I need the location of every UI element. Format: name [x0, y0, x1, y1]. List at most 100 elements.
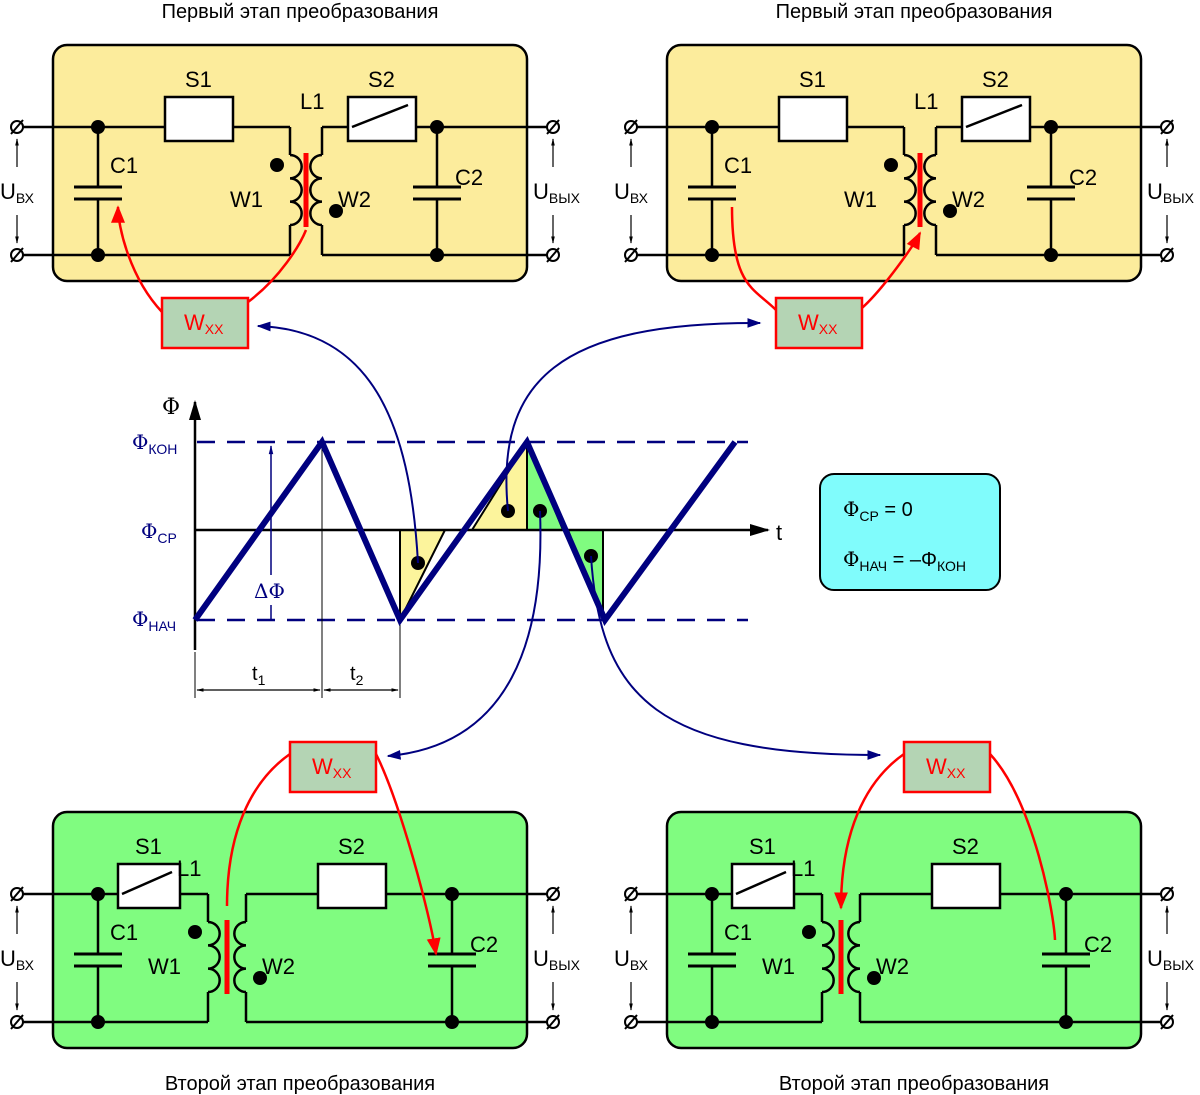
switch-s1-icon — [116, 862, 182, 910]
label-u-out: UВЫХ — [1147, 946, 1195, 973]
t1-label: t1 — [252, 663, 266, 688]
label-u-out-main: U — [533, 179, 549, 204]
energy-flow-to-l1 — [861, 231, 922, 309]
info-line-2: ΦНАЧ = –ΦКОН — [843, 547, 966, 574]
polarity-dot-w2 — [943, 204, 957, 218]
energy-label-sub: XX — [947, 765, 966, 781]
junction-dot — [91, 120, 105, 134]
label-u-out-main: U — [1147, 179, 1163, 204]
terminal-slash — [1160, 886, 1174, 902]
label-w2: W2 — [338, 187, 371, 212]
switch-s2-icon — [960, 95, 1032, 143]
energy-flow-to-l1 — [834, 752, 905, 910]
panel-title: Второй этап преобразования — [779, 1073, 1049, 1095]
terminal-slash — [10, 886, 24, 902]
label-u-in-sub: ВХ — [630, 190, 649, 206]
terminal-slash — [546, 1014, 560, 1030]
x-axis-label: t — [776, 520, 782, 545]
junction-dot — [91, 1015, 105, 1029]
energy-flow-from-c2 — [989, 753, 1057, 941]
label-w1: W1 — [844, 187, 877, 212]
terminal-slash — [624, 1014, 638, 1030]
polarity-dot-w2 — [329, 204, 343, 218]
junction-dot — [430, 248, 444, 262]
connector-to-top-right — [505, 318, 762, 512]
label-c1: C1 — [724, 153, 752, 178]
terminal-slash — [546, 247, 560, 263]
winding-w2-icon — [309, 153, 323, 227]
polarity-dot-w1 — [270, 158, 284, 172]
terminal-slash — [10, 247, 24, 263]
panel-title: Первый этап преобразования — [162, 1, 439, 23]
label-c1: C1 — [110, 153, 138, 178]
energy-box-label: WXX — [926, 754, 966, 781]
terminal-slash — [624, 886, 638, 902]
label-u-in-main: U — [0, 946, 16, 971]
polarity-dot-w1 — [802, 925, 816, 939]
label-u-out-sub: ВЫХ — [1163, 190, 1195, 206]
label-u-out-sub: ВЫХ — [549, 190, 581, 206]
label-s2: S2 — [368, 67, 395, 92]
terminal-slash — [1160, 119, 1174, 135]
switch-s2-icon-blade — [965, 103, 1023, 129]
label-c1: C1 — [110, 920, 138, 945]
label-c2: C2 — [1084, 932, 1112, 957]
label-s1: S1 — [135, 834, 162, 859]
switch-s1-icon-blade — [735, 870, 787, 896]
connector-to-top-left — [256, 321, 419, 564]
label-c2: C2 — [1069, 165, 1097, 190]
delta-phi-label: ΔΦ — [254, 579, 285, 603]
energy-box — [160, 296, 250, 350]
polarity-dot-w1 — [188, 925, 202, 939]
energy-label-sub: XX — [205, 321, 224, 337]
label-u-in-sub: ВХ — [16, 957, 35, 973]
terminal-slash — [1160, 1014, 1174, 1030]
label-u-out: UВЫХ — [1147, 179, 1195, 206]
label-u-out: UВЫХ — [533, 946, 581, 973]
info-box: ΦСР = 0 ΦНАЧ = –ΦКОН — [819, 473, 1001, 591]
label-u-out-sub: ВЫХ — [549, 957, 581, 973]
label-s2: S2 — [982, 67, 1009, 92]
energy-flow-to-c2 — [374, 753, 441, 956]
connector-to-bottom-right — [590, 555, 882, 760]
polarity-dot-w2 — [253, 971, 267, 985]
energy-flow-to-c1 — [111, 205, 163, 313]
label-u-out-main: U — [1147, 946, 1163, 971]
label-c2: C2 — [455, 165, 483, 190]
switch-s1-icon — [163, 95, 235, 143]
label-c2: C2 — [470, 932, 498, 957]
flux-graph: Φ t ΔΦ t1 t2 ΦКОН ΦСР ΦНАЧ — [132, 318, 882, 760]
energy-flow-from-l1 — [247, 229, 308, 303]
junction-dot — [1059, 887, 1073, 901]
junction-dot — [705, 120, 719, 134]
terminal-slash — [546, 119, 560, 135]
switch-s2-icon — [930, 862, 1002, 910]
switch-s1-icon-blade — [121, 870, 173, 896]
winding-w2-icon — [847, 920, 861, 994]
label-l1: L1 — [914, 89, 938, 114]
terminal-slash — [546, 886, 560, 902]
label-l1: L1 — [300, 89, 324, 114]
switch-s2-icon-blade — [351, 103, 409, 129]
energy-flow-from-l1 — [225, 752, 291, 907]
energy-label-main: W — [798, 310, 819, 335]
label-s2: S2 — [338, 834, 365, 859]
label-u-in-main: U — [614, 179, 630, 204]
panel-title: Первый этап преобразования — [776, 1, 1053, 23]
label-w2: W2 — [876, 954, 909, 979]
label-l1: L1 — [177, 856, 201, 881]
label-l1: L1 — [791, 856, 815, 881]
switch-s1-icon — [730, 862, 796, 910]
energy-box — [902, 740, 992, 794]
flux-waveform — [192, 435, 738, 627]
label-u-in: UВХ — [614, 946, 649, 973]
label-s1: S1 — [749, 834, 776, 859]
polarity-dot-w2 — [867, 971, 881, 985]
junction-dot — [430, 120, 444, 134]
